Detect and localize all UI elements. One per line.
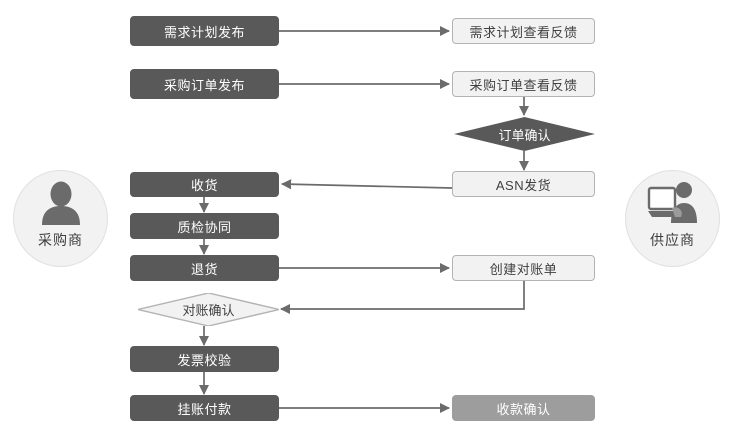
node-label: 创建对账单	[489, 261, 558, 277]
node-label: 发票校验	[177, 352, 232, 368]
node-return-goods[interactable]: 退货	[130, 255, 279, 281]
node-quality-collab[interactable]: 质检协同	[130, 213, 279, 239]
node-order-confirm[interactable]: 订单确认	[454, 117, 595, 151]
actor-supplier-label: 供应商	[650, 232, 695, 248]
node-receipt-confirm[interactable]: 收款确认	[452, 395, 595, 421]
node-demand-plan-publish[interactable]: 需求计划发布	[130, 16, 279, 46]
node-label: 订单确认	[498, 127, 551, 143]
actor-buyer-label: 采购商	[38, 232, 83, 248]
person-icon	[38, 180, 84, 226]
person-computer-icon	[647, 180, 699, 226]
node-invoice-verify[interactable]: 发票校验	[130, 346, 279, 372]
node-label: 对账确认	[182, 303, 235, 318]
node-label: 采购订单查看反馈	[469, 77, 578, 93]
node-create-statement[interactable]: 创建对账单	[452, 255, 595, 281]
node-label: 退货	[190, 261, 218, 277]
node-payment-post[interactable]: 挂账付款	[130, 395, 279, 421]
node-label: 质检协同	[177, 219, 232, 235]
node-label: 收货	[190, 178, 218, 193]
node-po-view[interactable]: 采购订单查看反馈	[452, 71, 595, 97]
node-label: 需求计划查看反馈	[469, 24, 578, 40]
node-label: 挂账付款	[177, 401, 232, 417]
node-receive-goods[interactable]: 收货	[130, 172, 279, 197]
node-label: 采购订单发布	[163, 77, 245, 93]
actor-buyer[interactable]: 采购商	[13, 170, 108, 267]
actor-supplier[interactable]: 供应商	[625, 170, 720, 267]
node-asn-ship[interactable]: ASN发货	[452, 171, 595, 197]
node-recon-confirm[interactable]: 对账确认	[138, 293, 279, 326]
edge-create-statement-to-recon	[279, 281, 525, 315]
node-label: 收款确认	[496, 401, 551, 417]
edge-asn-to-receive	[280, 179, 453, 190]
node-demand-plan-view[interactable]: 需求计划查看反馈	[452, 18, 595, 44]
node-label: 需求计划发布	[163, 24, 245, 40]
node-label: ASN发货	[495, 177, 552, 193]
node-po-publish[interactable]: 采购订单发布	[130, 69, 279, 99]
